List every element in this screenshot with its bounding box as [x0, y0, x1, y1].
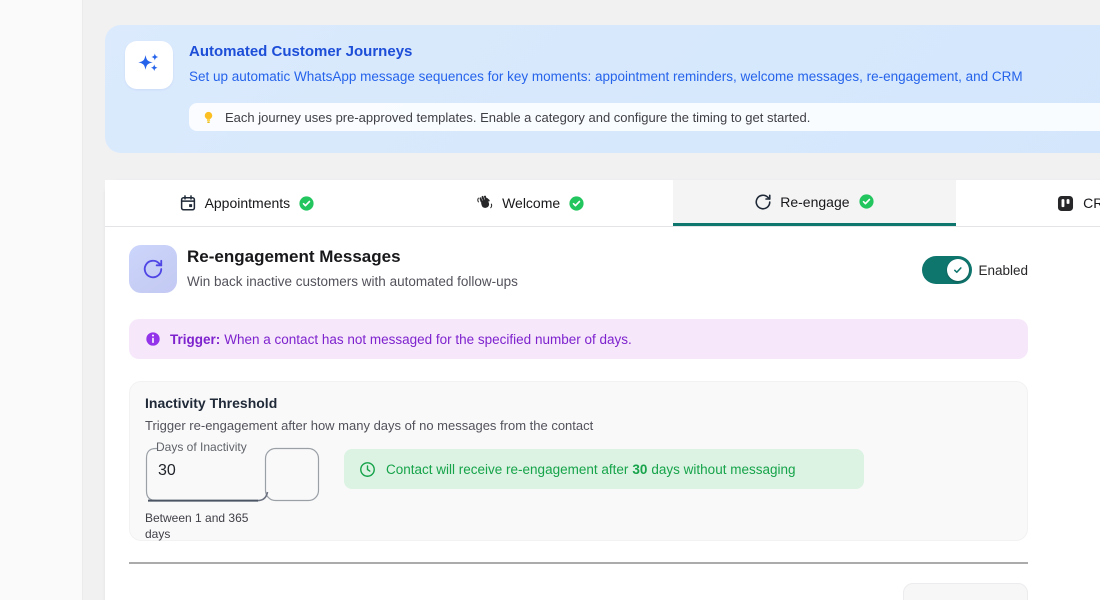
check-badge-icon — [858, 193, 875, 210]
threshold-title: Inactivity Threshold — [145, 395, 278, 411]
tab-label: Appointments — [204, 195, 291, 211]
tab-label: Re-engage — [780, 193, 850, 210]
footer-action-button[interactable] — [903, 583, 1028, 600]
toggle-label: Enabled — [978, 262, 1028, 278]
left-sidebar-strip — [0, 0, 83, 600]
sparkles-icon — [125, 41, 173, 89]
tab-re-engage[interactable]: Re-engage — [672, 180, 957, 226]
days-of-inactivity-field: Days of Inactivity — [145, 440, 320, 502]
banner-title: Automated Customer Journeys — [189, 43, 413, 60]
days-of-inactivity-input[interactable] — [158, 462, 253, 480]
re-engage-panel: Re-engagement Messages Win back inactive… — [129, 227, 1028, 600]
field-label: Days of Inactivity — [156, 440, 247, 454]
notice-text: Contact will receive re-engagement after… — [386, 462, 795, 477]
lightbulb-icon — [201, 110, 216, 125]
journeys-banner: Automated Customer Journeys Set up autom… — [105, 25, 1100, 153]
tip-text: Each journey uses pre-approved templates… — [225, 109, 811, 125]
notice-pre: Contact will receive re-engagement after — [386, 461, 629, 477]
notice-value: 30 — [632, 461, 648, 477]
tip-box: Each journey uses pre-approved templates… — [189, 103, 1100, 131]
tab-appointments[interactable]: Appointments — [105, 180, 389, 226]
tab-label: Welcome — [502, 195, 561, 211]
refresh-section-icon — [129, 245, 177, 293]
tab-label: CRM — [1083, 195, 1100, 211]
re-engagement-notice: Contact will receive re-engagement after… — [344, 449, 864, 489]
section-title: Re-engagement Messages — [187, 247, 401, 266]
section-header: Re-engagement Messages Win back inactive… — [129, 245, 1028, 293]
field-helper-text: Between 1 and 365 days — [145, 511, 249, 542]
waving-hand-icon — [476, 194, 494, 212]
tab-welcome[interactable]: Welcome — [388, 180, 673, 226]
check-badge-icon — [298, 195, 315, 212]
refresh-icon — [754, 193, 772, 211]
kanban-icon — [1056, 194, 1075, 213]
check-badge-icon — [568, 195, 585, 212]
trigger-description: When a contact has not messaged for the … — [224, 331, 632, 347]
enabled-toggle[interactable] — [922, 256, 973, 284]
inactivity-threshold-card: Inactivity Threshold Trigger re-engageme… — [129, 381, 1028, 541]
clock-icon — [359, 461, 376, 478]
calendar-icon — [179, 194, 197, 212]
section-divider — [129, 562, 1028, 564]
banner-subtitle: Set up automatic WhatsApp message sequen… — [189, 69, 1023, 84]
toggle-knob — [947, 259, 970, 281]
notice-post: days without messaging — [651, 461, 796, 477]
info-icon — [145, 331, 161, 347]
journeys-card: Appointments Welcome — [105, 180, 1100, 600]
tab-bar: Appointments Welcome — [105, 180, 1100, 227]
tab-crm[interactable]: CRM — [956, 180, 1100, 226]
trigger-label: Trigger: — [170, 331, 221, 347]
trigger-banner: Trigger:When a contact has not messaged … — [129, 319, 1028, 359]
threshold-subtitle: Trigger re-engagement after how many day… — [145, 418, 594, 433]
section-subtitle: Win back inactive customers with automat… — [187, 274, 518, 289]
trigger-text: Trigger:When a contact has not messaged … — [170, 332, 632, 347]
